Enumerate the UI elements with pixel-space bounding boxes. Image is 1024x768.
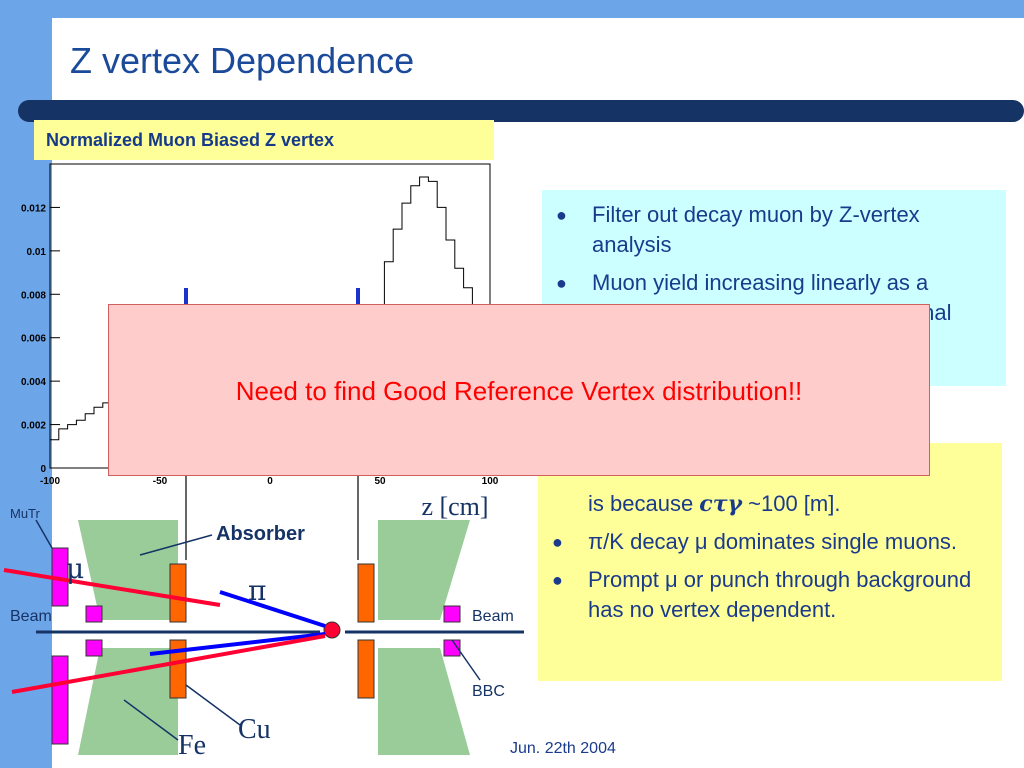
bbc-upper-right xyxy=(443,605,461,623)
muon-track-lower xyxy=(11,634,326,694)
top-decoration xyxy=(0,0,1024,18)
y-tick-label: 0.01 xyxy=(27,247,47,258)
bullet-dot-icon: ● xyxy=(552,570,563,590)
absorber-label: Absorber xyxy=(216,523,305,545)
mutr-leader xyxy=(35,519,53,549)
fe-leader xyxy=(123,699,179,741)
collision-point xyxy=(323,621,341,639)
footer-date: Jun. 22th 2004 xyxy=(510,740,616,757)
x-tick-label: -50 xyxy=(153,476,168,487)
absorber-lower-right xyxy=(378,648,470,755)
slide-title: Z vertex Dependence xyxy=(70,40,415,81)
pion-track-lower xyxy=(149,632,326,656)
absorber-upper-right xyxy=(378,520,470,620)
title-underline-bar xyxy=(18,100,1024,122)
callout-text-b: Good Reference Vertex distribution!! xyxy=(383,376,803,406)
x-axis-label: z [cm] xyxy=(421,492,488,521)
pi-label: π xyxy=(248,574,266,607)
y-tick-label: 0.012 xyxy=(21,203,46,214)
bullet-dot-icon: ● xyxy=(556,205,567,225)
figure: 0 0.002 0.004 0.006 0.008 0.01 0.012 -100 -50 0 50… xyxy=(3,163,524,761)
fe-label: Fe xyxy=(178,730,206,761)
histogram-peak-series xyxy=(366,176,490,371)
histogram-caption: Normalized Muon Biased Z vertex xyxy=(46,130,335,150)
bullet-dot-icon: ● xyxy=(556,273,567,293)
bullet-dot-icon: ● xyxy=(552,532,563,552)
absorber-upper-left xyxy=(78,520,178,620)
copper-upper-right xyxy=(357,563,375,623)
callout-text: Need to find Good Reference Vertex distr… xyxy=(109,305,929,477)
bbc-label: BBC xyxy=(472,683,505,700)
bullet-text-prefix: is because xyxy=(588,491,700,516)
x-tick-label: -100 xyxy=(40,476,60,487)
absorber-leader xyxy=(139,534,213,556)
copper-lower-left xyxy=(169,639,187,699)
x-tick-label: 100 xyxy=(482,476,499,487)
y-tick-label: 0.008 xyxy=(21,290,46,301)
pion-track-upper xyxy=(219,590,326,628)
histogram-caption-box: Normalized Muon Biased Z vertex xyxy=(34,120,494,160)
bullet-text: Prompt μ or punch through background has… xyxy=(588,567,972,622)
beam-left-label: Beam xyxy=(10,608,52,625)
bullet-item: is because cτγ ~100 [m]. xyxy=(538,489,986,519)
callout-text-a: Need to find xyxy=(235,376,384,406)
beam-right-label: Beam xyxy=(472,608,514,625)
copper-lower-right xyxy=(357,639,375,699)
copper-upper-left xyxy=(169,563,187,623)
x-tick-label: 50 xyxy=(374,476,386,487)
mu-label: μ xyxy=(66,552,84,585)
y-tick-label: 0 xyxy=(40,464,46,475)
bullet-item: ● Filter out decay muon by Z-vertex analy… xyxy=(542,200,990,260)
mutr-label: MuTr xyxy=(10,506,41,521)
bbc-upper-left xyxy=(85,605,103,623)
mutr-lower xyxy=(51,655,69,745)
callout-overlay: Need to find Good Reference Vertex distr… xyxy=(108,304,930,476)
bullets-bottom-box: is because cτγ ~100 [m]. ● π/K decay μ do… xyxy=(538,443,1002,681)
y-tick-label: 0.004 xyxy=(21,377,46,388)
bullet-item: ● Prompt μ or punch through background ha… xyxy=(538,565,986,625)
cu-label: Cu xyxy=(238,714,271,745)
detector-schematic: MuTr Absorber μ π Beam Beam BBC Cu Fe xyxy=(3,470,524,761)
bullet-text-suffix: ~100 [m]. xyxy=(742,491,841,516)
bbc-leader xyxy=(451,639,481,681)
bullet-text: Filter out decay muon by Z-vertex analys… xyxy=(592,202,920,257)
muon-track-upper xyxy=(3,568,221,607)
bullet-item: ● π/K decay μ dominates single muons. xyxy=(538,527,986,557)
y-tick-label: 0.002 xyxy=(21,421,46,432)
x-tick-label: 0 xyxy=(267,476,273,487)
cu-leader xyxy=(185,684,241,726)
ctgamma-term: cτγ xyxy=(699,491,743,517)
bullet-text: π/K decay μ dominates single muons. xyxy=(588,529,958,554)
bbc-lower-left xyxy=(85,639,103,657)
y-tick-label: 0.006 xyxy=(21,334,46,345)
